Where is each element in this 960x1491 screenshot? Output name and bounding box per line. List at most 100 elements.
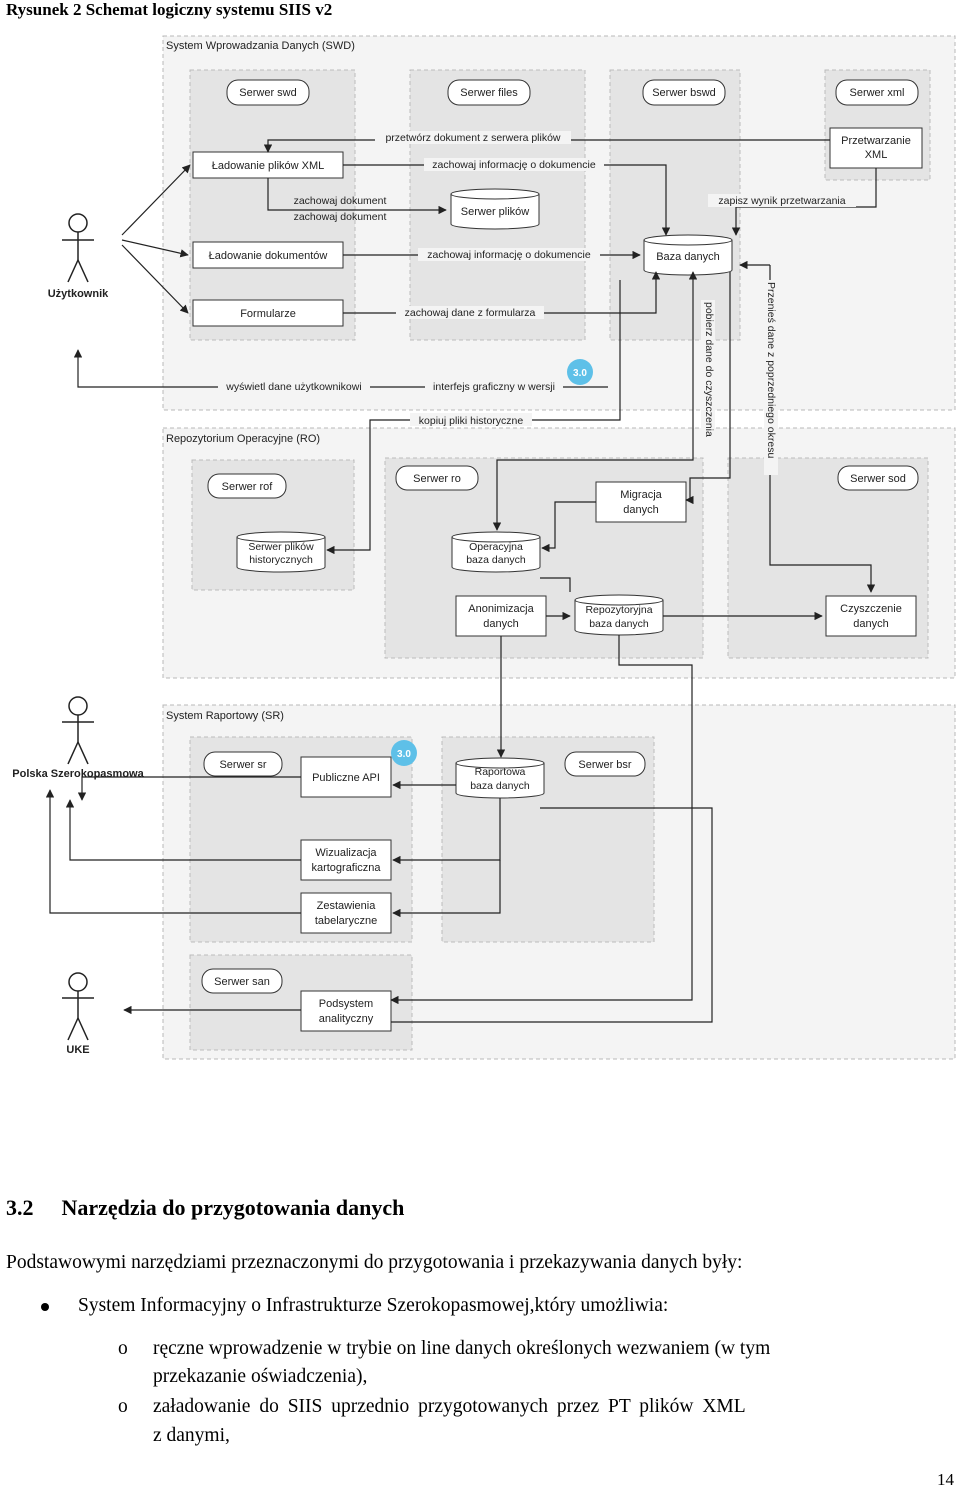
wizualizacja-box (300, 839, 392, 881)
server-sr-pill (203, 751, 283, 777)
wyswietl-label: wyświetl dane użytkownikowi (225, 381, 361, 393)
raportowa-db-cylinder (455, 757, 545, 799)
migracja-label-2: danych (623, 504, 658, 516)
page-number: 14 (937, 1470, 954, 1489)
server-files-label: Serwer files (460, 87, 518, 99)
server-bswd-label: Serwer bswd (652, 87, 716, 99)
section-heading: 3.2 Narzędzia do przygotowania danych (6, 1195, 404, 1221)
system-logic-diagram: System Wprowadzania Danych (SWD) Serwer … (12, 35, 956, 1060)
server-sr-label: Serwer sr (219, 759, 266, 771)
podsystem-label-1: Podsystem (319, 998, 373, 1010)
migracja-label-1: Migracja (620, 489, 662, 501)
hist-files-cylinder (236, 531, 326, 573)
anonimizacja-label-1: Anonimizacja (468, 603, 534, 615)
sub1-marker: o (118, 1338, 128, 1359)
baza-danych-cylinder (643, 234, 733, 276)
hist-files-label-1: Serwer plików (248, 541, 314, 553)
actor-polska-szerokopasmowa-label: Polska Szerokopasmowa (12, 768, 144, 780)
server-sod-pill (837, 465, 919, 491)
pobierz-label: pobierz dane do czyszczenia (703, 302, 715, 437)
migracja-box (595, 481, 687, 523)
actor-uzytkownik-label: Użytkownik (48, 288, 109, 300)
server-ro-label: Serwer ro (413, 473, 461, 485)
przetwarzanie-xml-label-2: XML (865, 149, 888, 161)
baza-danych-label: Baza danych (656, 251, 720, 263)
section-number: 3.2 (6, 1195, 34, 1220)
zestawienia-label-1: Zestawienia (317, 900, 377, 912)
bullet-text: System Informacyjny o Infrastrukturze Sz… (78, 1295, 669, 1316)
server-swd-pill (226, 79, 310, 106)
raportowa-db-label-1: Raportowa (475, 766, 526, 778)
raportowa-db-label-2: baza danych (470, 780, 530, 792)
zachowaj-dane-label: zachowaj dane z formularza (405, 307, 536, 319)
kopiuj-label: kopiuj pliki historyczne (419, 415, 524, 427)
sub2-marker: o (118, 1396, 128, 1417)
podsystem-box (300, 990, 392, 1032)
server-san-label: Serwer san (214, 976, 270, 988)
actor-uke-figure (62, 972, 94, 1041)
server-rof-label: Serwer rof (222, 481, 274, 493)
podsystem-label-2: analityczny (319, 1013, 374, 1025)
swd-zone-swd (189, 69, 356, 341)
sr-arrows (45, 635, 713, 1023)
ladowanie-dok-label: Ładowanie dokumentów (209, 250, 328, 262)
zachowaj-info-1-label: zachowaj informację o dokumencie (432, 159, 596, 171)
zachowaj-dok-1-label: zachowaj dokument (294, 195, 387, 207)
swd-title: System Wprowadzania Danych (SWD) (166, 40, 355, 52)
api-label: Publiczne API (312, 772, 380, 784)
server-bsr-label: Serwer bsr (578, 759, 632, 771)
interfejs-label: interfejs graficzny w wersji (433, 381, 555, 393)
sr-version-badge (391, 740, 417, 766)
repozytoryjna-db-label-2: baza danych (589, 618, 649, 630)
anonimizacja-label-2: danych (483, 618, 518, 630)
serwer-plikow-label: Serwer plików (461, 206, 530, 218)
section-title-text: Narzędzia do przygotowania danych (61, 1195, 405, 1220)
figure-caption: Rysunek 2 Schemat logiczny systemu SIIS … (6, 0, 333, 19)
server-bswd-pill (642, 79, 726, 106)
przetwarzanie-xml-label-1: Przetwarzanie (841, 135, 911, 147)
server-san-pill (201, 968, 283, 994)
zachowaj-info-2-label: zachowaj informację o dokumencie (427, 249, 591, 261)
server-xml-pill (835, 79, 919, 106)
sr-version-badge-label: 3.0 (397, 749, 411, 760)
operacyjna-db-cylinder (451, 531, 541, 573)
operacyjna-db-label-2: baza danych (466, 554, 526, 566)
swd-zone-files (409, 69, 586, 341)
sub2-line2: z danymi, (153, 1425, 230, 1446)
server-files-pill (447, 79, 531, 106)
actor-polska-szerokopasmowa-figure (62, 696, 94, 765)
zestawienia-box (300, 892, 392, 934)
server-xml-label: Serwer xml (849, 87, 904, 99)
operacyjna-db-label-1: Operacyjna (469, 541, 523, 553)
przetwarzanie-xml-box (829, 127, 923, 169)
api-box (300, 756, 392, 798)
intro-paragraph: Podstawowymi narzędziami przeznaczonymi … (6, 1252, 743, 1273)
zestawienia-label-2: tabelaryczne (315, 915, 377, 927)
sub2-line1: załadowanie do SIIS uprzednio przygotowa… (153, 1396, 746, 1417)
formularze-box (192, 299, 344, 327)
server-sod-label: Serwer sod (850, 473, 906, 485)
serwer-plikow-cylinder (450, 188, 540, 230)
zachowaj-dok-2-label: zachowaj dokument (294, 211, 387, 223)
czyszczenie-box (825, 595, 917, 637)
sub1-line2: przekazanie oświadczenia), (153, 1366, 368, 1387)
server-bsr-pill (564, 751, 646, 777)
hist-files-label-2: historycznych (249, 554, 313, 566)
repozytoryjna-db-label-1: Repozytoryjna (585, 604, 652, 616)
wizualizacja-label-2: kartograficzna (311, 862, 381, 874)
repozytoryjna-db-cylinder (574, 594, 664, 636)
formularze-label: Formularze (240, 308, 296, 320)
swd-version-badge-label: 3.0 (573, 368, 587, 379)
swd-arrows (73, 139, 877, 400)
przetworz-label: przetwórz dokument z serwera plików (385, 132, 560, 144)
swd-version-badge (567, 359, 593, 385)
actor-uke-label: UKE (66, 1044, 89, 1056)
wizualizacja-label-1: Wizualizacja (315, 847, 377, 859)
ro-title: Repozytorium Operacyjne (RO) (166, 433, 320, 445)
sub1-line1: ręczne wprowadzenie w trybie on line dan… (153, 1338, 771, 1359)
ladowanie-xml-label: Ładowanie plików XML (212, 160, 325, 172)
server-ro-pill (395, 465, 479, 491)
czyszczenie-label-1: Czyszczenie (840, 603, 902, 615)
czyszczenie-label-2: danych (853, 618, 888, 630)
actor-uzytkownik-figure (62, 213, 94, 283)
